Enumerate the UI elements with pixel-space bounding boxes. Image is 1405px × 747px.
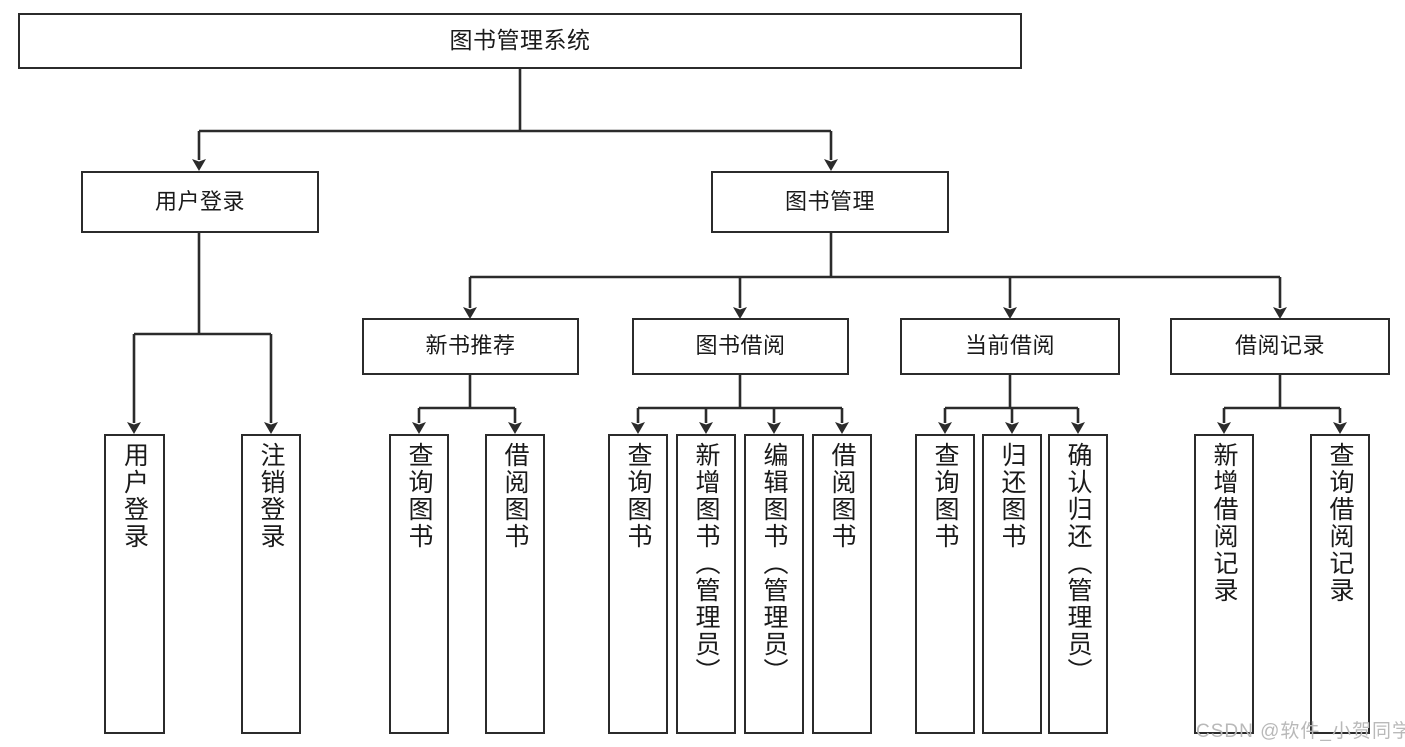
node-new-book-recommend[interactable]: 新书推荐 (362, 318, 579, 375)
leaf-return-book-label: 归还图书 (998, 442, 1026, 550)
leaf-edit-book-admin-label: 编辑图书（管理员） (760, 442, 788, 685)
node-current-borrow[interactable]: 当前借阅 (900, 318, 1120, 375)
node-borrow-records-label: 借阅记录 (1234, 333, 1325, 359)
leaf-search-book-borrow[interactable]: 查询图书 (608, 434, 668, 734)
leaf-search-book-borrow-label: 查询图书 (624, 442, 652, 550)
leaf-borrow-book-new[interactable]: 借阅图书 (485, 434, 545, 734)
node-book-management[interactable]: 图书管理 (711, 171, 949, 233)
leaf-borrow-book-label: 借阅图书 (828, 442, 856, 550)
node-user-login[interactable]: 用户登录 (81, 171, 319, 233)
leaf-borrow-book-new-label: 借阅图书 (501, 442, 529, 550)
leaf-logout[interactable]: 注销登录 (241, 434, 301, 734)
leaf-search-book-new-label: 查询图书 (405, 442, 433, 550)
node-book-borrow[interactable]: 图书借阅 (632, 318, 849, 375)
leaf-search-book-new[interactable]: 查询图书 (389, 434, 449, 734)
node-book-borrow-label: 图书借阅 (695, 333, 786, 359)
node-root-label: 图书管理系统 (449, 27, 591, 54)
leaf-borrow-book[interactable]: 借阅图书 (812, 434, 872, 734)
node-root[interactable]: 图书管理系统 (18, 13, 1022, 69)
leaf-search-book-current[interactable]: 查询图书 (915, 434, 975, 734)
node-book-management-label: 图书管理 (784, 188, 875, 214)
leaf-search-book-current-label: 查询图书 (931, 442, 959, 550)
leaf-add-book-admin-label: 新增图书（管理员） (692, 442, 720, 685)
watermark: CSDN @软件_小贺同学 (1196, 721, 1405, 742)
leaf-add-book-admin[interactable]: 新增图书（管理员） (676, 434, 736, 734)
leaf-return-book[interactable]: 归还图书 (982, 434, 1042, 734)
leaf-add-borrow-record[interactable]: 新增借阅记录 (1194, 434, 1254, 734)
node-new-book-recommend-label: 新书推荐 (425, 333, 516, 359)
node-borrow-records[interactable]: 借阅记录 (1170, 318, 1390, 375)
leaf-add-borrow-record-label: 新增借阅记录 (1210, 442, 1238, 604)
node-current-borrow-label: 当前借阅 (964, 333, 1055, 359)
leaf-edit-book-admin[interactable]: 编辑图书（管理员） (744, 434, 804, 734)
leaf-user-login[interactable]: 用户登录 (104, 434, 165, 734)
node-user-login-label: 用户登录 (154, 188, 245, 214)
leaf-confirm-return-admin-label: 确认归还（管理员） (1064, 442, 1092, 685)
leaf-user-login-label: 用户登录 (120, 442, 149, 550)
leaf-logout-label: 注销登录 (257, 442, 285, 550)
leaf-search-borrow-record-label: 查询借阅记录 (1326, 442, 1354, 604)
leaf-search-borrow-record[interactable]: 查询借阅记录 (1310, 434, 1370, 734)
leaf-confirm-return-admin[interactable]: 确认归还（管理员） (1048, 434, 1108, 734)
